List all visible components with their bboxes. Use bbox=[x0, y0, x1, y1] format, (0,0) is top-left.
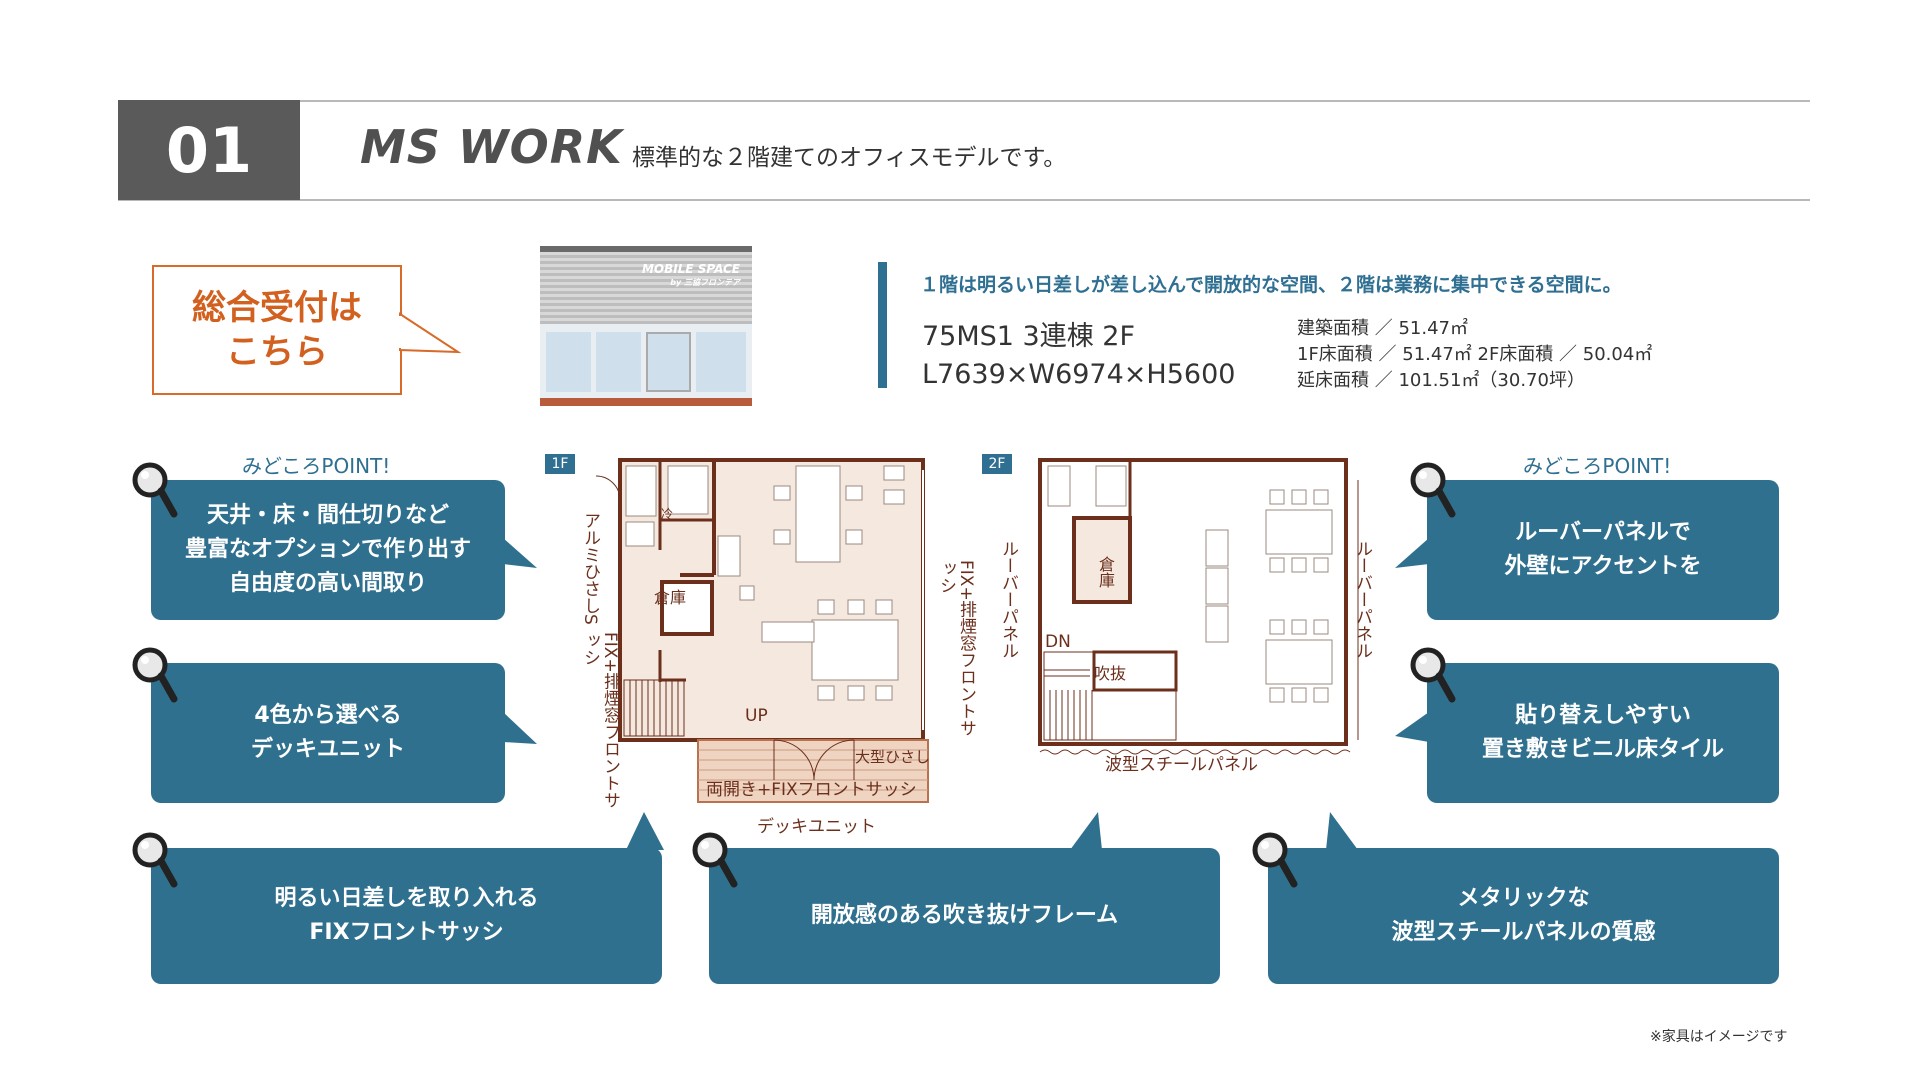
louver-right-label: ルーバーパネル bbox=[1352, 540, 1372, 659]
callout-text: 4色から選べる bbox=[254, 703, 402, 728]
callout-text: 天井・床・間仕切りなど bbox=[206, 503, 449, 528]
spec-total-area: 延床面積 ／ 101.51㎡（30.70坪） bbox=[1297, 370, 1585, 391]
floor-tag-1f: 1F bbox=[545, 454, 575, 474]
front-sash-label: 両開き+FIXフロントサッシ bbox=[706, 780, 917, 800]
storage-label-2f: 倉庫 bbox=[1096, 556, 1115, 588]
model-title: MS WORK bbox=[360, 120, 623, 174]
magnifier-icon bbox=[132, 832, 178, 888]
callout-text: 自由度の高い間取り bbox=[228, 571, 427, 596]
floor-plan-2f bbox=[1038, 458, 1359, 755]
callout-layout-freedom: 天井・床・間仕切りなど豊富なオプションで作り出す自由度の高い間取り bbox=[151, 480, 505, 620]
reception-line1: 総合受付は bbox=[192, 288, 362, 328]
callout-void-frame: 開放感のある吹き抜けフレーム bbox=[709, 848, 1220, 984]
spec-model: 75MS1 3連棟 2F L7639×W6974×H5600 bbox=[922, 318, 1235, 394]
callout-text: 豊富なオプションで作り出す bbox=[184, 537, 471, 562]
spec-areas: 建築面積 ／ 51.47㎡ 1F床面積 ／ 51.47㎡ 2F床面積 ／ 50.… bbox=[1297, 316, 1652, 394]
storage-label-1f: 倉庫 bbox=[654, 588, 687, 607]
header-top-rule bbox=[118, 100, 1810, 102]
aluminum-canopy-label: アルミひさしS bbox=[580, 512, 600, 625]
callout-deck-unit: 4色から選べるデッキユニット bbox=[151, 663, 505, 803]
reception-bubble-tail bbox=[398, 312, 462, 354]
floor-plan-1f bbox=[595, 458, 929, 803]
magnifier-icon bbox=[1410, 647, 1456, 703]
building-sign-sub: by 三協フロンテア bbox=[670, 278, 740, 287]
canopy-label: 大型ひさし bbox=[855, 748, 931, 766]
spec-model-name: 75MS1 3連棟 2F bbox=[922, 321, 1136, 352]
magnifier-icon bbox=[1252, 832, 1298, 888]
spec-floor-area: 1F床面積 ／ 51.47㎡ 2F床面積 ／ 50.04㎡ bbox=[1297, 344, 1653, 365]
reception-button[interactable]: 総合受付は こちら bbox=[152, 265, 402, 395]
callout-tail bbox=[503, 712, 537, 744]
spec-building-area: 建築面積 ／ 51.47㎡ bbox=[1297, 318, 1468, 339]
point-label-left: みどころPOINT! bbox=[242, 454, 391, 478]
callout-text: 明るい日差しを取り入れる bbox=[274, 886, 539, 911]
callout-floor-tile: 貼り替えしやすい置き敷きビニル床タイル bbox=[1427, 663, 1779, 803]
spec-accent-bar bbox=[878, 262, 887, 388]
callout-tail bbox=[1326, 812, 1358, 850]
callout-tail bbox=[1070, 812, 1102, 850]
callout-fix-sash: 明るい日差しを取り入れる FIXフロントサッシ bbox=[151, 848, 662, 984]
dn-label: DN bbox=[1045, 632, 1071, 652]
callout-text: 開放感のある吹き抜けフレーム bbox=[810, 903, 1119, 928]
point-label-right: みどころPOINT! bbox=[1523, 454, 1672, 478]
magnifier-icon bbox=[132, 647, 178, 703]
fridge-label: 冷 bbox=[661, 507, 674, 521]
callout-tail bbox=[1395, 538, 1429, 568]
floor-tag-2f: 2F bbox=[982, 454, 1012, 474]
model-number: 01 bbox=[118, 100, 300, 200]
up-label: UP bbox=[745, 706, 768, 726]
building-image: MOBILE SPACE by 三協フロンテア bbox=[540, 246, 752, 406]
callout-steel-panel: メタリックな波型スチールパネルの質感 bbox=[1268, 848, 1779, 984]
callout-text: ルーバーパネルで bbox=[1515, 520, 1691, 545]
callout-text: FIXフロントサッシ bbox=[309, 920, 504, 945]
callout-text: 置き敷きビニル床タイル bbox=[1481, 737, 1724, 762]
magnifier-icon bbox=[1410, 462, 1456, 518]
callout-tail bbox=[626, 812, 664, 850]
magnifier-icon bbox=[132, 462, 178, 518]
void-label: 吹抜 bbox=[1094, 664, 1127, 683]
deck-unit-label: デッキユニット bbox=[757, 817, 876, 837]
callout-text: 貼り替えしやすい bbox=[1515, 703, 1691, 728]
furniture-note: ※家具はイメージです bbox=[1650, 1029, 1788, 1045]
magnifier-icon bbox=[692, 832, 738, 888]
spec-dimensions: L7639×W6974×H5600 bbox=[922, 359, 1236, 390]
fix-sash-left-label: FIX+排煙窓フロントサッシ bbox=[580, 632, 620, 809]
callout-text: 波型スチールパネルの質感 bbox=[1391, 920, 1656, 945]
building-sign-brand: MOBILE SPACE bbox=[641, 262, 740, 276]
callout-louver: ルーバーパネルで外壁にアクセントを bbox=[1427, 480, 1779, 620]
callout-tail bbox=[1395, 712, 1429, 742]
spec-lead: １階は明るい日差しが差し込んで開放的な空間、２階は業務に集中できる空間に。 bbox=[920, 274, 1622, 296]
model-subtitle: 標準的な２階建てのオフィスモデルです。 bbox=[632, 145, 1067, 171]
louver-left-label: ルーバーパネル bbox=[998, 540, 1018, 659]
callout-text: メタリックな bbox=[1457, 886, 1590, 911]
steel-panel-label: 波型スチールパネル bbox=[1105, 755, 1258, 775]
fix-sash-right-label: FIX+排煙窓フロントサッシ bbox=[936, 560, 976, 737]
header-bottom-rule bbox=[118, 199, 1810, 201]
callout-tail bbox=[503, 538, 537, 568]
callout-text: 外壁にアクセントを bbox=[1504, 554, 1702, 579]
reception-line2: こちら bbox=[226, 332, 328, 372]
callout-text: デッキユニット bbox=[250, 737, 405, 762]
